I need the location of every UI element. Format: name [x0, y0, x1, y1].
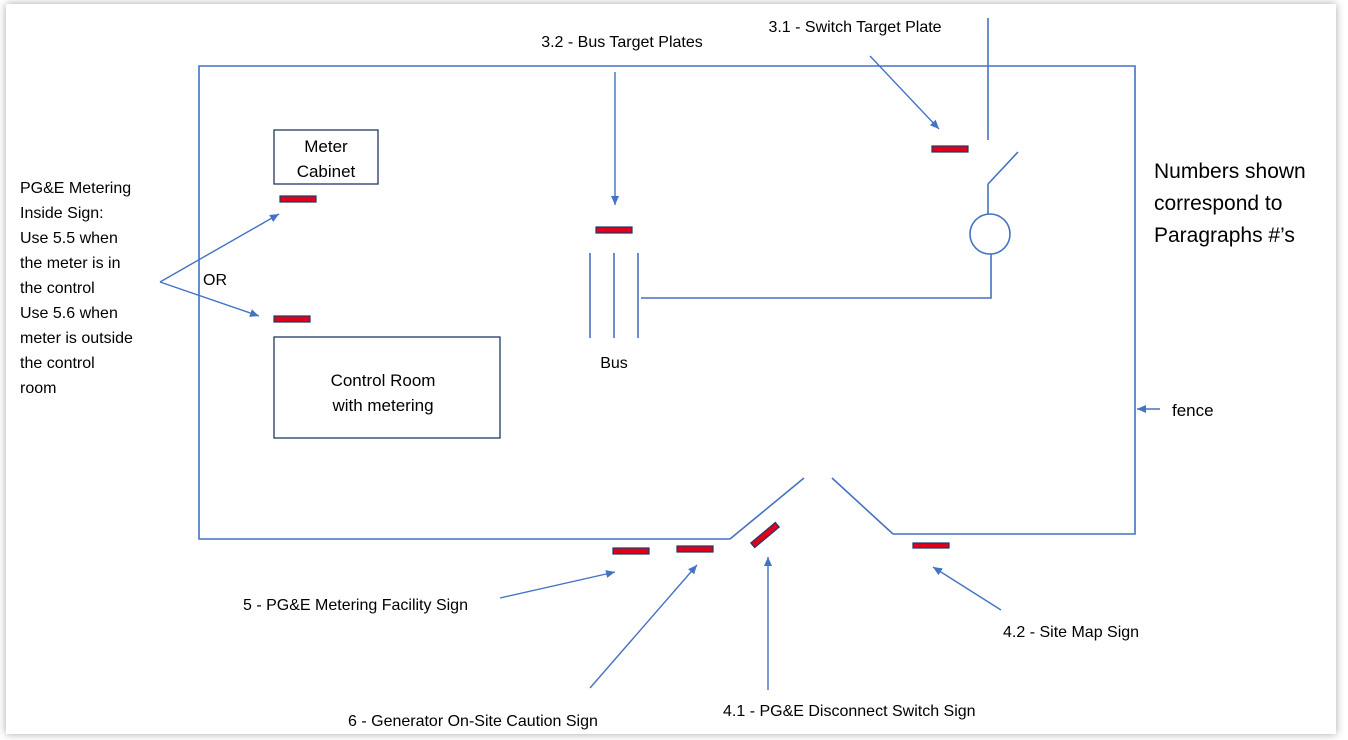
- inside-sign-note-line: room: [20, 380, 56, 397]
- sign-bus-target-plate: [595, 226, 633, 234]
- control-room-box: [273, 336, 501, 439]
- generator-caution-sign-label: 6 - Generator On-Site Caution Sign: [348, 713, 598, 730]
- arrow-site-map: [932, 566, 1002, 611]
- inside-sign-note-line: Use 5.5 when: [20, 230, 118, 247]
- sign-meter-cabinet: [279, 195, 317, 203]
- breaker-circle: [969, 213, 1011, 255]
- arrow-inside-sign-lower: [159, 281, 260, 317]
- callout-arrows: [159, 55, 1160, 690]
- bus-feeder-line: [641, 254, 992, 299]
- sign-site-map: [912, 542, 950, 549]
- sign-disconnect-switch: [749, 521, 781, 549]
- gate-left-leaf: [729, 477, 805, 540]
- fence: [198, 65, 1136, 540]
- inside-sign-note-line: PG&E Metering: [20, 180, 131, 197]
- meter-cabinet-label-line2: Cabinet: [297, 162, 356, 181]
- arrow-inside-sign-upper: [159, 213, 280, 283]
- arrow-generator-caution: [589, 564, 698, 689]
- inside-sign-note-line: the meter is in: [20, 255, 120, 272]
- meter-cabinet-box: [273, 129, 379, 185]
- numbers-note: Numbers shown correspond to Paragraphs #…: [1154, 160, 1306, 247]
- sign-generator-caution: [676, 545, 714, 553]
- switch-blade: [987, 151, 1019, 185]
- disconnect-switch-sign-label: 4.1 - PG&E Disconnect Switch Sign: [723, 703, 976, 720]
- control-room-label-line2: with metering: [331, 396, 433, 415]
- switch-target-plate-label: 3.1 - Switch Target Plate: [768, 19, 941, 36]
- inside-sign-note-line: Use 5.6 when: [20, 305, 118, 322]
- numbers-note-line: Numbers shown: [1154, 160, 1306, 183]
- numbers-note-line: correspond to: [1154, 192, 1282, 215]
- fence-left-segment: [198, 65, 1136, 540]
- sign-metering-facility: [612, 547, 650, 555]
- meter-cabinet-label-line1: Meter: [304, 137, 348, 156]
- control-room-label-line1: Control Room: [331, 371, 436, 390]
- sign-switch-target-plate: [931, 145, 969, 153]
- site-map-sign-label: 4.2 - Site Map Sign: [1003, 624, 1139, 641]
- signs: [273, 145, 969, 555]
- inside-sign-note: PG&E Metering Inside Sign: Use 5.5 when …: [20, 180, 133, 397]
- switch-symbol: [969, 18, 1019, 255]
- arrow-metering-facility: [499, 570, 616, 599]
- numbers-note-line: Paragraphs #’s: [1154, 224, 1295, 247]
- or-label: OR: [203, 272, 227, 289]
- bus-target-plates-label: 3.2 - Bus Target Plates: [541, 34, 703, 51]
- metering-facility-sign-label: 5 - PG&E Metering Facility Sign: [243, 597, 468, 614]
- arrow-switch-target: [869, 55, 940, 130]
- inside-sign-note-line: meter is outside: [20, 330, 133, 347]
- meter-cabinet: Meter Cabinet: [273, 129, 379, 185]
- fence-label: fence: [1172, 401, 1214, 420]
- gate-right-leaf: [831, 477, 894, 535]
- diagram-frame: [6, 4, 1336, 734]
- inside-sign-note-line: the control: [20, 355, 95, 372]
- inside-sign-note-line: Inside Sign:: [20, 205, 104, 222]
- sign-control-room: [273, 315, 311, 323]
- bus: [589, 253, 992, 338]
- inside-sign-note-line: the control: [20, 280, 95, 297]
- bus-label: Bus: [600, 355, 628, 372]
- gate: [729, 477, 894, 540]
- control-room: Control Room with metering: [273, 336, 501, 439]
